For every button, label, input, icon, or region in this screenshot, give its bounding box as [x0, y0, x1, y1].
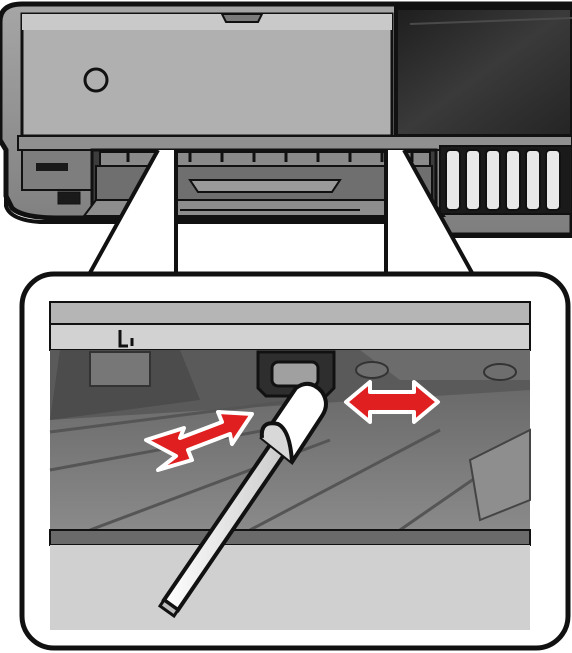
control-panel — [396, 8, 572, 136]
ink-tanks — [440, 146, 572, 214]
card-slot — [36, 163, 68, 171]
front-cover — [22, 14, 392, 136]
zoom-callout — [22, 274, 568, 648]
printer — [0, 4, 572, 236]
